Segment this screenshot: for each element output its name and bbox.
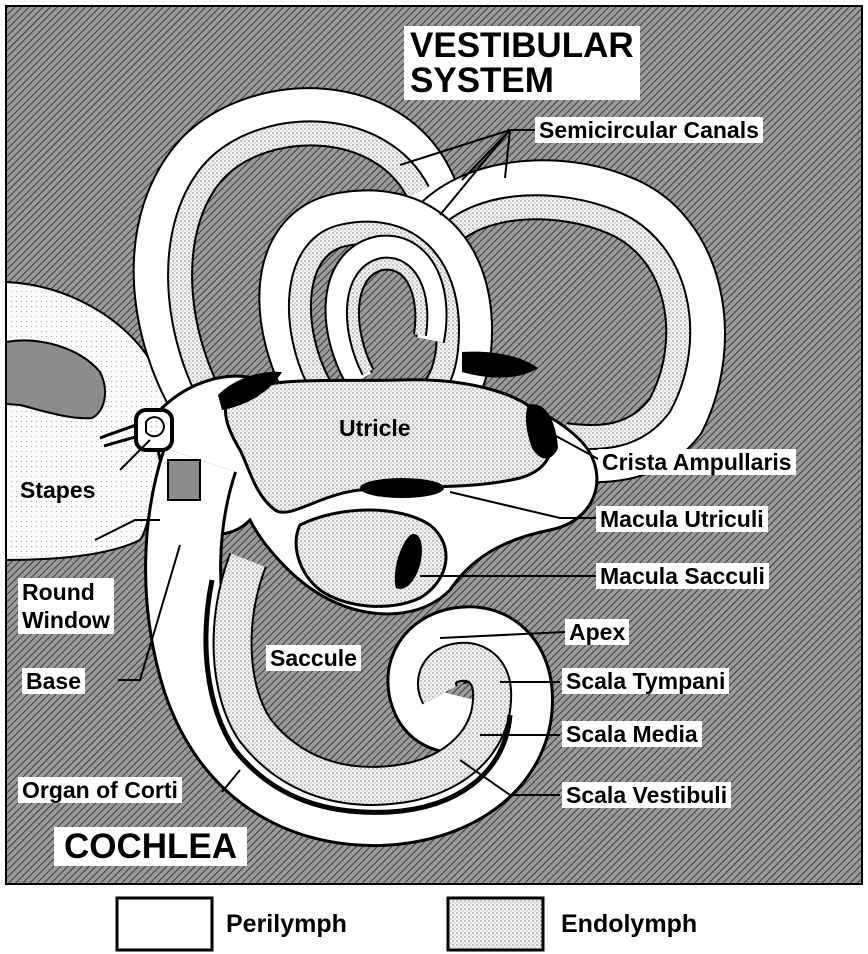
label-utricle: Utricle <box>335 415 415 441</box>
title-line-1: VESTIBULAR <box>410 28 634 63</box>
label-scala-media: Scala Media <box>562 721 702 747</box>
label-macula-sacculi: Macula Sacculi <box>596 563 769 589</box>
label-semicircular-canals: Semicircular Canals <box>535 117 763 143</box>
label-round-window: Round Window <box>18 578 114 634</box>
label-apex: Apex <box>565 619 629 645</box>
label-crista-ampullaris: Crista Ampullaris <box>598 449 796 475</box>
label-organ-of-corti: Organ of Corti <box>18 777 182 803</box>
round-window-line-2: Window <box>22 606 110 634</box>
label-scala-vestibuli: Scala Vestibuli <box>562 782 731 808</box>
legend-endolymph-label: Endolymph <box>561 910 697 939</box>
legend-endolymph-swatch <box>448 898 543 950</box>
label-saccule: Saccule <box>266 645 361 671</box>
title-cochlea: COCHLEA <box>54 827 247 866</box>
legend-perilymph-swatch <box>117 898 212 950</box>
title-vestibular-system: VESTIBULAR SYSTEM <box>404 26 640 100</box>
macula-utriculi <box>360 478 444 498</box>
legend-perilymph-label: Perilymph <box>226 910 347 939</box>
title-line-2: SYSTEM <box>410 63 634 98</box>
label-scala-tympani: Scala Tympani <box>562 668 729 694</box>
round-window-line-1: Round <box>22 578 110 606</box>
label-macula-utriculi: Macula Utriculi <box>596 506 768 532</box>
label-stapes: Stapes <box>16 477 99 503</box>
label-base: Base <box>22 668 85 694</box>
